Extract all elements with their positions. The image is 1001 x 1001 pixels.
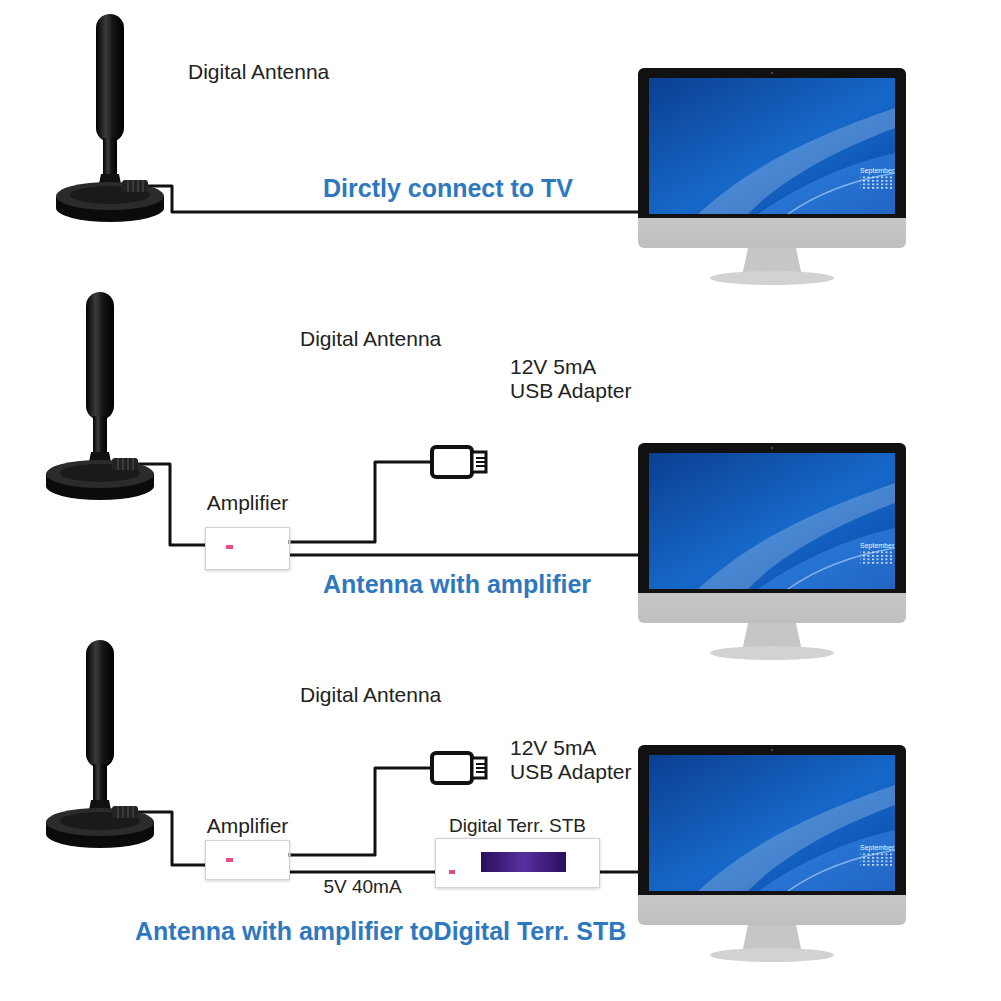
heading-text: Dirctly connect to TV <box>323 173 573 203</box>
screen-text: September <box>860 541 894 550</box>
label-text: Digital Antenna <box>188 60 329 83</box>
monitor <box>638 68 906 285</box>
box-heading: Amplifier <box>207 491 289 515</box>
amplifier-body <box>206 528 289 569</box>
label-text: Digital Antenna <box>300 683 441 706</box>
set-top-box: Digital Terr. STB <box>435 838 600 888</box>
monitor <box>638 443 906 660</box>
amplifier-box: Amplifier <box>205 840 290 880</box>
cable <box>290 768 433 855</box>
power-note: 12V 5mA USB Adapter <box>510 355 638 403</box>
cable-connector <box>290 871 435 874</box>
monitor <box>638 745 906 962</box>
amplifier-box: Amplifier <box>205 527 290 570</box>
box-label: Amplifier <box>207 814 289 838</box>
signal-label: 5V 40mA <box>323 876 401 897</box>
box-heading: Digital Terr. STB <box>449 814 586 838</box>
label-text: Digital Antenna <box>300 327 441 350</box>
power-note: 12V 5mA USB Adapter <box>510 736 638 784</box>
usb-plug <box>432 753 486 783</box>
indicator-led <box>226 545 233 549</box>
usb-plug <box>432 447 486 477</box>
box-heading: Amplifier <box>207 814 289 838</box>
stb-body <box>436 839 599 887</box>
screen-text: September <box>860 166 894 175</box>
cable <box>290 462 433 542</box>
part-name: Digital Antenna <box>300 326 441 352</box>
antenna <box>46 292 154 500</box>
edge-label: 5V 40mA <box>321 876 403 898</box>
heading-text: Antenna with amplifier toDigital Terr. S… <box>135 916 626 946</box>
heading-text: Antenna with amplifier <box>323 569 591 599</box>
cables <box>136 186 642 872</box>
cable <box>600 871 642 874</box>
indicator-led <box>226 858 233 862</box>
part-name: Digital Antenna <box>300 682 441 708</box>
indicator-led <box>449 870 455 874</box>
label-text: 12V 5mA USB Adapter <box>510 355 631 402</box>
label-text: September <box>860 542 894 549</box>
antenna <box>46 640 154 848</box>
screen-text: September <box>860 843 894 852</box>
label-text: September <box>860 167 894 174</box>
part-name: Digital Antenna <box>188 59 329 85</box>
box-label: Digital Terr. STB <box>449 814 586 838</box>
label-text: Antenna with amplifier <box>323 570 591 598</box>
stb-display <box>481 852 566 872</box>
label-text: September <box>860 844 894 851</box>
cable <box>290 554 642 557</box>
label-text: Dirctly connect to TV <box>323 174 573 202</box>
antenna <box>56 14 164 222</box>
amplifier-body <box>206 841 289 879</box>
label-text: 12V 5mA USB Adapter <box>510 736 631 783</box>
label-text: Antenna with amplifier toDigital Terr. S… <box>135 917 626 945</box>
box-label: Amplifier <box>207 491 289 515</box>
